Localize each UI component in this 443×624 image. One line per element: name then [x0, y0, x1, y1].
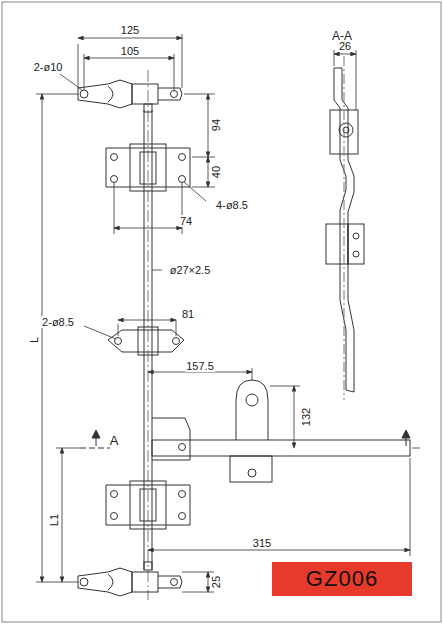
- dimension-label: 132: [300, 407, 312, 427]
- dimension-label: 2-ø8.5: [41, 316, 75, 328]
- dimension-label: 74: [179, 215, 193, 227]
- model-number: GZ006: [306, 566, 378, 592]
- dimension-label: ø27×2.5: [169, 264, 212, 276]
- model-tag: GZ006: [272, 562, 412, 596]
- dimension-label: 4-ø8.5: [215, 199, 249, 211]
- dimension-label: L: [28, 336, 40, 344]
- dimension-label: 2-ø10: [33, 61, 64, 73]
- dimension-label: L1: [48, 513, 60, 527]
- dimension-label: 125: [120, 24, 140, 36]
- section-mark: A: [109, 435, 120, 447]
- dimension-label: 315: [252, 537, 272, 549]
- dimension-label: 105: [120, 45, 140, 57]
- dimension-label: 26: [338, 40, 352, 52]
- dimension-label: 25: [210, 575, 222, 589]
- dimension-label: 157.5: [185, 360, 215, 372]
- dimension-label: 40: [210, 165, 222, 179]
- dimension-label: 81: [181, 308, 195, 320]
- dimension-label: 94: [210, 118, 222, 132]
